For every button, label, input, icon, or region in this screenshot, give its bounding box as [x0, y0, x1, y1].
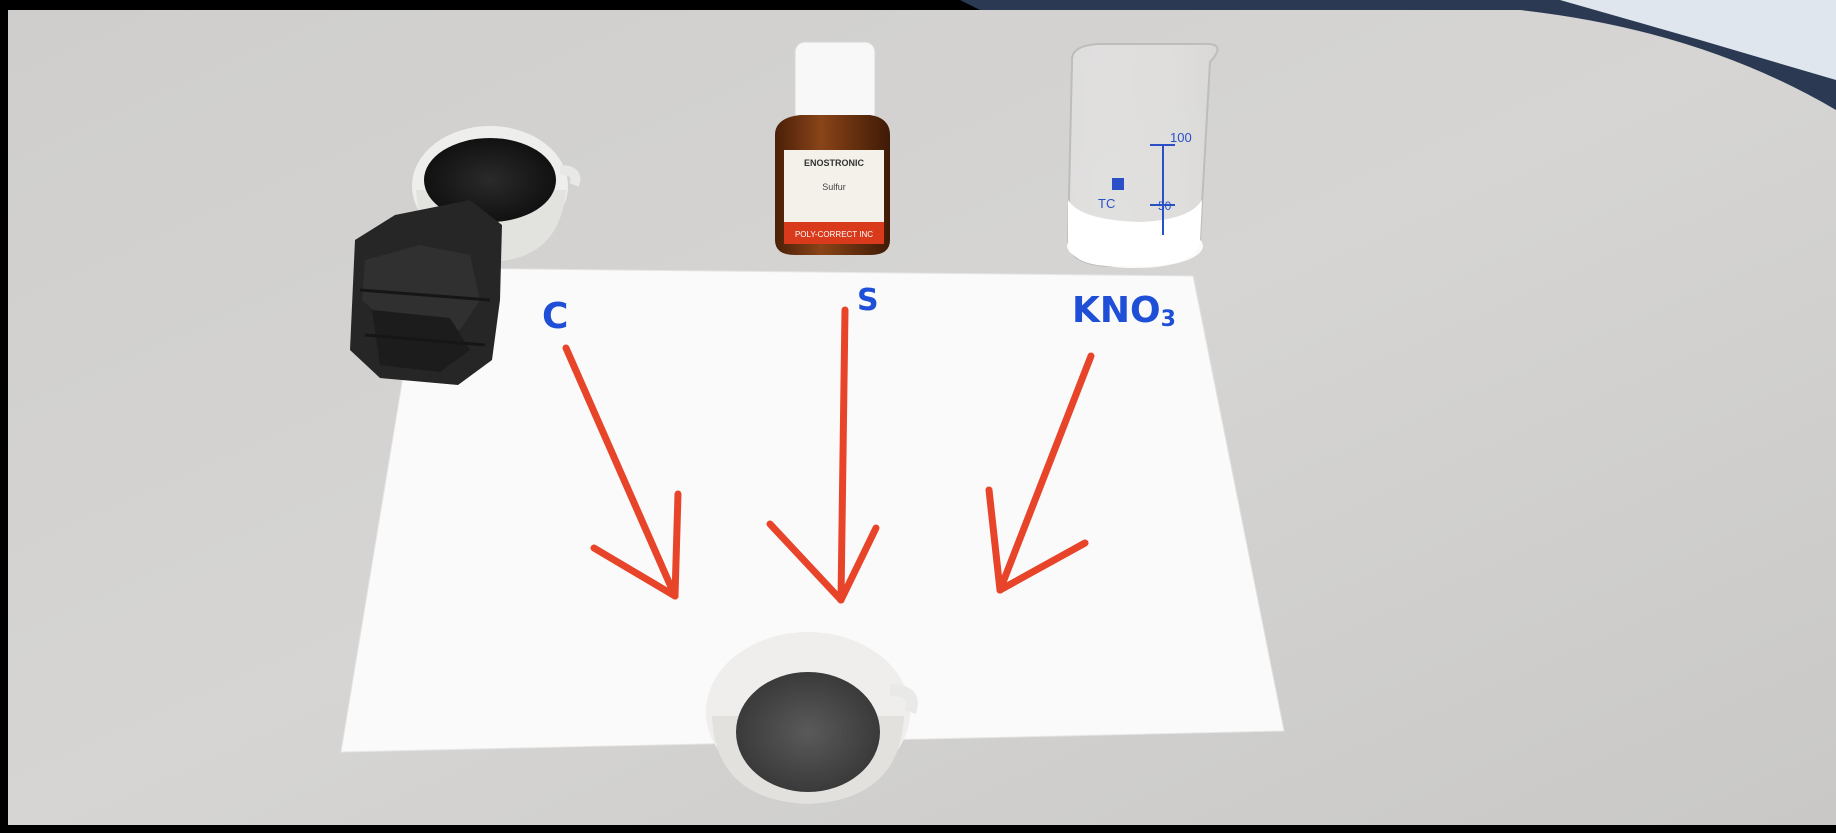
frame-border-bottom: [0, 825, 1836, 833]
arrow-nitrate: [985, 352, 1095, 594]
background-window-light: [1560, 0, 1836, 80]
beaker-mark-tc: TC: [1098, 196, 1115, 211]
bottle-band-text: POLY-CORRECT INC: [795, 230, 873, 239]
frame-border-left: [0, 0, 8, 833]
beaker-mark-50: 50: [1158, 199, 1172, 213]
bottle-brand: ENOSTRONIC: [804, 158, 865, 168]
label-nitrate-sub: 3: [1161, 307, 1176, 332]
label-nitrate-main: KNO: [1072, 290, 1161, 331]
arrow-carbon: [562, 344, 682, 600]
label-sulfur: S: [857, 283, 879, 318]
label-carbon: C: [542, 296, 568, 337]
nitrate-beaker: 100 50 TC: [1066, 43, 1219, 268]
paper-sheet: [340, 267, 1285, 753]
sulfur-bottle: ENOSTRONIC Sulfur POLY-CORRECT INC: [775, 41, 890, 255]
label-nitrate: KNO3: [1072, 290, 1176, 332]
mixture-dish: [706, 632, 918, 804]
beaker-mark-100: 100: [1170, 130, 1192, 145]
bottle-product: Sulfur: [822, 182, 846, 192]
charcoal-lumps: [350, 200, 502, 385]
arrow-sulfur: [766, 306, 880, 604]
